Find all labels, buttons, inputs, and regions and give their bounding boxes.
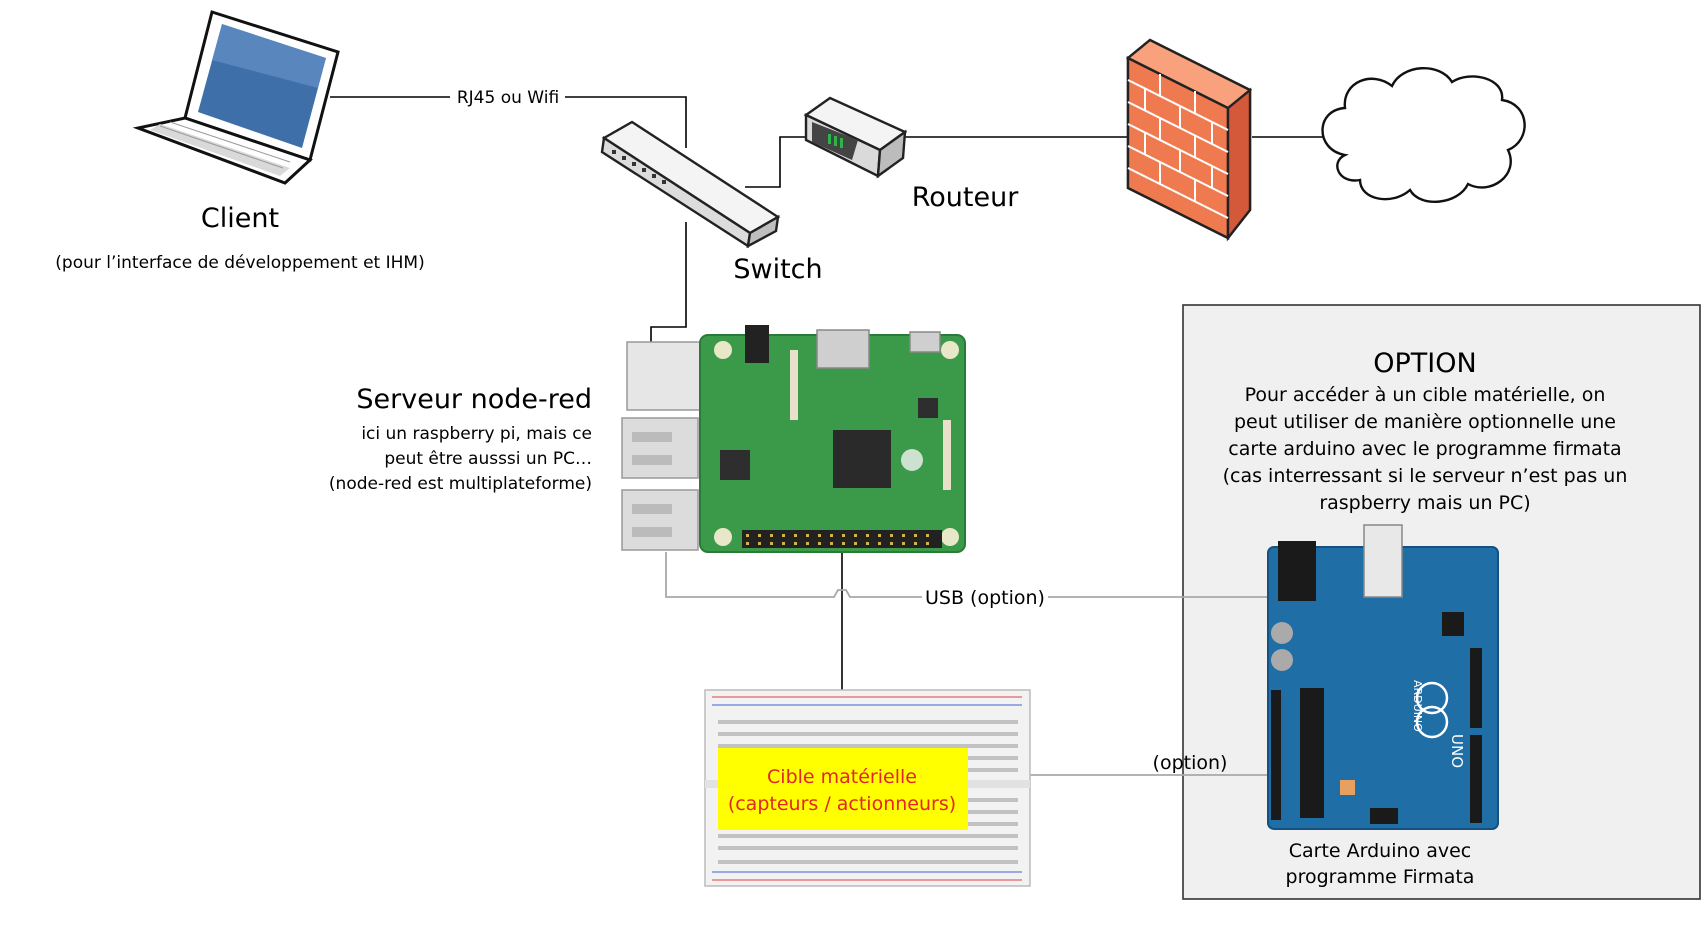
target-box: [718, 748, 968, 830]
link-label-rj45: RJ45 ou Wifi: [457, 88, 559, 108]
switch-icon: [600, 120, 781, 249]
server-desc-line: peut être ausssi un PC…: [384, 449, 592, 469]
arduino-label-line: programme Firmata: [1286, 866, 1475, 888]
option-line: (cas interressant si le serveur n’est pa…: [1223, 465, 1628, 487]
arduino-model: UNO: [1448, 734, 1466, 768]
option-line: raspberry mais un PC): [1319, 492, 1530, 514]
client-label: Client: [201, 203, 279, 234]
option-description: Pour accéder à un cible matérielle, on p…: [1223, 384, 1628, 514]
link-label-usb: USB (option): [925, 587, 1045, 609]
server-desc-line: ici un raspberry pi, mais ce: [361, 424, 592, 444]
arduino-label-line: Carte Arduino avec: [1289, 840, 1472, 862]
router-label: Routeur: [912, 182, 1019, 213]
option-line: Pour accéder à un cible matérielle, on: [1245, 384, 1606, 406]
arduino-brand: ARDUINO: [1411, 680, 1424, 732]
raspberry-pi-board: [621, 325, 966, 553]
target-line: (capteurs / actionneurs): [728, 793, 956, 815]
option-title: OPTION: [1373, 348, 1476, 379]
firewall-icon: [1125, 38, 1253, 242]
target-line: Cible matérielle: [767, 766, 917, 788]
server-label: Serveur node-red: [356, 384, 592, 415]
wire-switch-raspberry: [650, 222, 687, 345]
option-line: carte arduino avec le programme firmata: [1228, 438, 1621, 460]
router-icon: [803, 96, 908, 179]
arduino-board: [1267, 524, 1499, 830]
wire-usb: [665, 552, 922, 598]
client-sublabel: (pour l’interface de développement et IH…: [55, 253, 424, 273]
switch-label: Switch: [733, 254, 822, 285]
wire-switch-router: [745, 136, 808, 188]
cloud-icon: [1321, 67, 1526, 203]
laptop-icon: [132, 10, 340, 185]
wire-client-switch-2: [565, 96, 687, 148]
server-desc-line: (node-red est multiplateforme): [329, 474, 592, 494]
option-line: peut utiliser de manière optionnelle une: [1234, 411, 1616, 433]
link-label-option: (option): [1153, 752, 1228, 774]
